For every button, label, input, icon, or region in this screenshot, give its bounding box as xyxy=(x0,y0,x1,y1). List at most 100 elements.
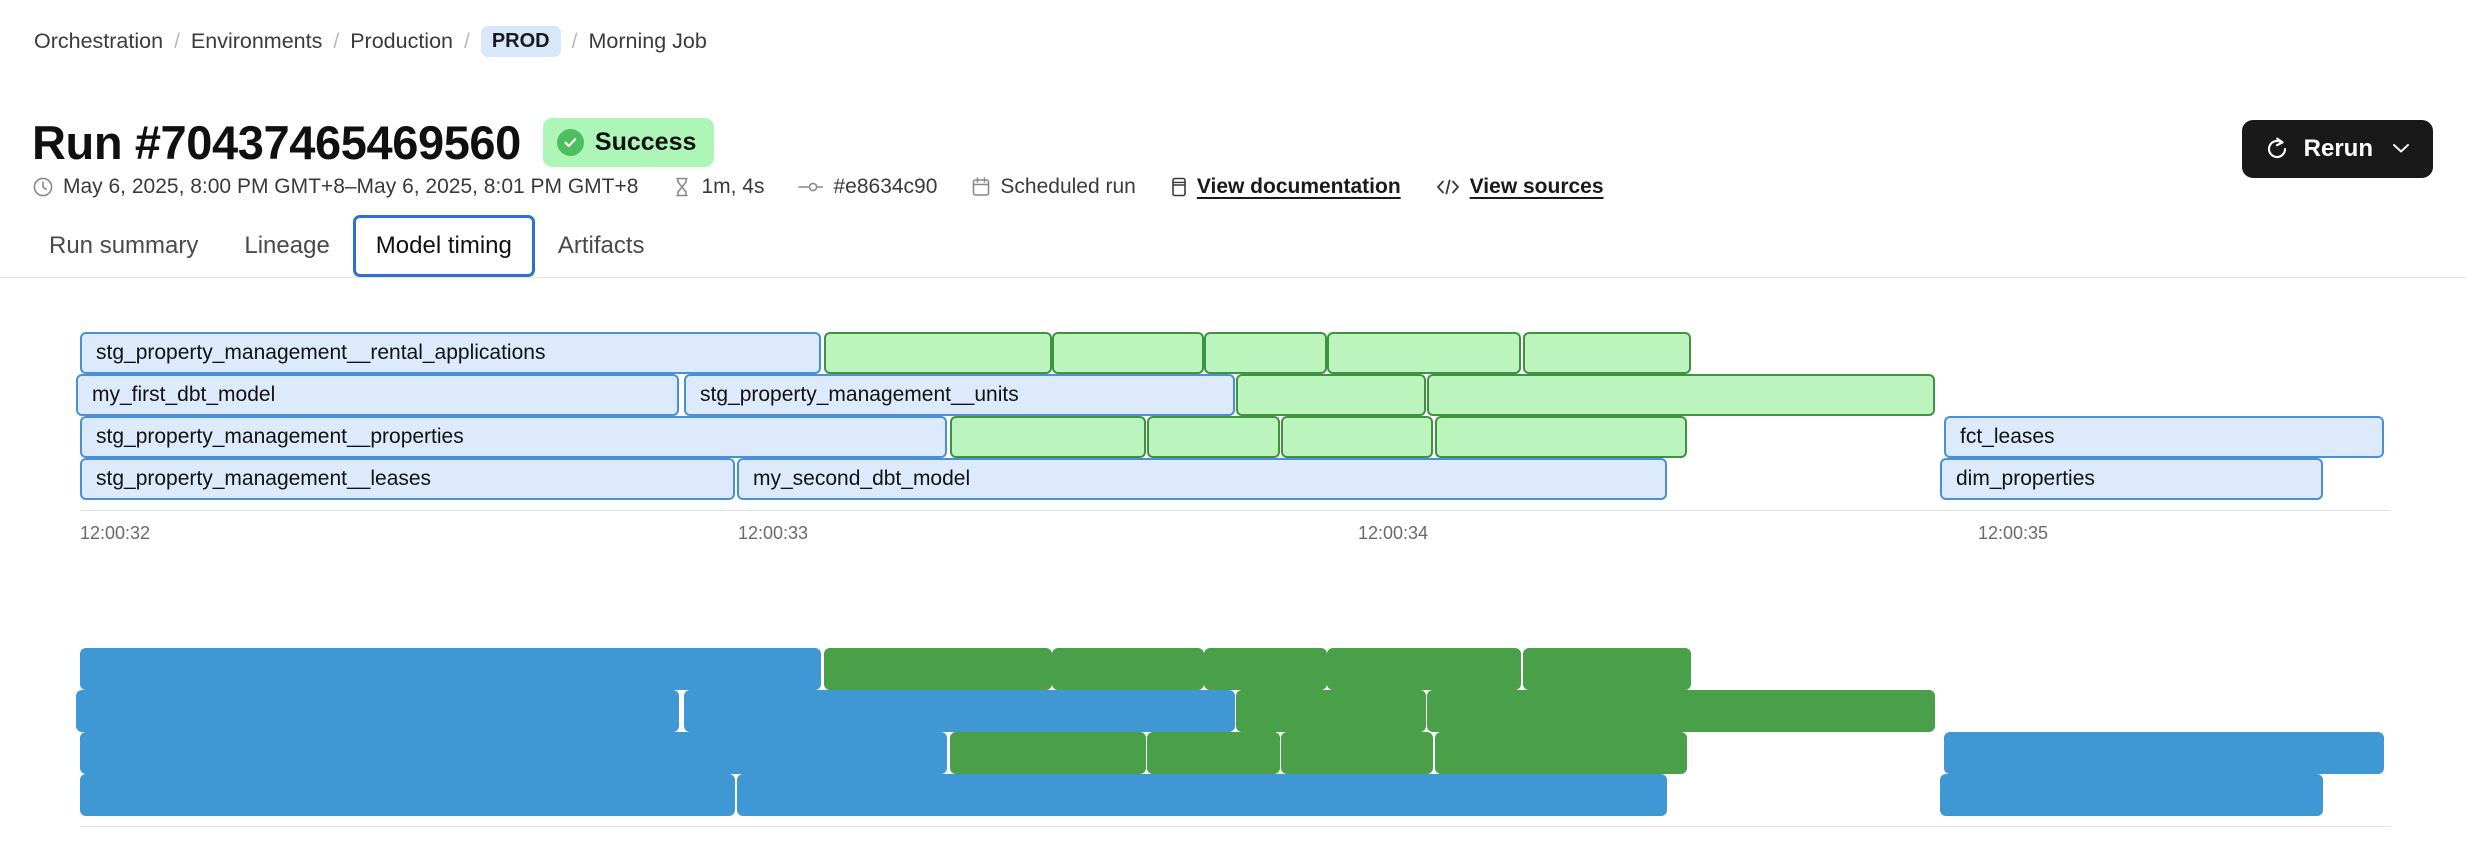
gantt-bar-label: my_first_dbt_model xyxy=(92,383,276,406)
meta-text[interactable]: View sources xyxy=(1469,175,1604,198)
axis-tick-label: 12:00:33 xyxy=(738,523,809,543)
rerun-button[interactable]: Rerun xyxy=(2241,120,2433,178)
gantt-bar-segment[interactable] xyxy=(1944,732,2384,774)
gantt-bar-segment[interactable] xyxy=(950,732,1146,774)
breadcrumb-separator: / xyxy=(464,30,470,53)
gantt-bar-segment[interactable] xyxy=(76,690,679,732)
commit-icon xyxy=(798,179,824,195)
breadcrumb-badge-prod: PROD xyxy=(480,26,561,57)
axis-tick-label: 12:00:32 xyxy=(80,523,151,543)
gantt-bar-segment[interactable] xyxy=(737,774,1667,816)
breadcrumb-item-orchestration[interactable]: Orchestration xyxy=(34,28,164,53)
breadcrumb-separator: / xyxy=(571,30,578,53)
clock-icon xyxy=(32,176,54,198)
tab-bar-divider xyxy=(0,277,2466,278)
breadcrumb-item-production[interactable]: Production xyxy=(350,28,453,53)
axis-tick-label: 12:00:34 xyxy=(1358,523,1429,543)
gantt-bar-segment[interactable] xyxy=(950,416,1146,458)
meta-text: 1m, 4s xyxy=(701,175,765,198)
gantt-bar-label: stg_property_management__leases xyxy=(96,467,432,490)
meta-item-clock: May 6, 2025, 8:00 PM GMT+8–May 6, 2025, … xyxy=(32,175,638,199)
gantt-bar-label: stg_property_management__properties xyxy=(96,425,464,448)
rerun-button-label: Rerun xyxy=(2303,135,2373,162)
gantt-bar-segment[interactable] xyxy=(80,732,947,774)
gantt-bar-segment[interactable] xyxy=(684,690,1235,732)
tab-run-summary[interactable]: Run summary xyxy=(49,232,199,259)
axis-tick-label: 12:00:35 xyxy=(1978,523,2049,543)
axis-tick-label: 12:00:33 xyxy=(738,839,808,842)
gantt-bar-segment[interactable] xyxy=(1427,690,1935,732)
meta-item-code[interactable]: View sources xyxy=(1435,175,1604,199)
chevron-down-icon[interactable] xyxy=(2391,139,2411,159)
gantt-bar-stg_property_management__leases[interactable]: stg_property_management__leases xyxy=(80,458,735,500)
gantt-bar-my_second_dbt_model[interactable]: my_second_dbt_model xyxy=(737,458,1667,500)
gantt-bar-segment[interactable] xyxy=(1236,690,1426,732)
book-icon xyxy=(1170,176,1188,198)
meta-item-book[interactable]: View documentation xyxy=(1170,175,1401,199)
axis-tick-label: 12:00:34 xyxy=(1358,839,1428,842)
gantt-bar-segment[interactable] xyxy=(1327,332,1521,374)
gantt-bar-segment[interactable] xyxy=(1427,374,1935,416)
gantt-bar-segment[interactable] xyxy=(80,648,821,690)
gantt-bar-segment[interactable] xyxy=(824,648,1052,690)
page-title: Run #70437465469560 xyxy=(32,116,521,170)
meta-item-calendar: Scheduled run xyxy=(971,175,1136,199)
status-badge: Success xyxy=(542,118,715,168)
tab-model-timing[interactable]: Model timing xyxy=(352,215,535,277)
tab-bar: Run summary Lineage Model timing Artifacts xyxy=(26,215,668,277)
breadcrumb-item-morning-job: Morning Job xyxy=(588,28,707,53)
gantt-bar-dim_properties[interactable]: dim_properties xyxy=(1940,458,2323,500)
check-circle-icon xyxy=(556,129,584,157)
gantt-bar-segment[interactable] xyxy=(1052,648,1204,690)
tab-lineage[interactable]: Lineage xyxy=(244,232,330,259)
gantt-bar-segment[interactable] xyxy=(1281,732,1433,774)
breadcrumb-separator: / xyxy=(174,30,180,53)
gantt-bar-segment[interactable] xyxy=(1281,416,1433,458)
meta-text: #e8634c90 xyxy=(833,175,938,198)
gantt-bar-stg_property_management__units[interactable]: stg_property_management__units xyxy=(684,374,1235,416)
gantt-bar-segment[interactable] xyxy=(1523,332,1691,374)
hourglass-icon xyxy=(672,176,692,198)
breadcrumb-item-environments[interactable]: Environments xyxy=(190,28,323,53)
page-title-row: Run #70437465469560 Success xyxy=(32,88,715,198)
gantt-bar-label: stg_property_management__rental_applicat… xyxy=(96,341,546,364)
gantt-bar-segment[interactable] xyxy=(1435,416,1687,458)
gantt-bar-segment[interactable] xyxy=(1327,648,1521,690)
gantt-bar-segment[interactable] xyxy=(1236,374,1426,416)
axis-tick-label: 12:00:32 xyxy=(80,839,150,842)
meta-text: May 6, 2025, 8:00 PM GMT+8–May 6, 2025, … xyxy=(63,175,639,198)
axis-line xyxy=(80,826,2390,827)
tab-artifacts[interactable]: Artifacts xyxy=(557,232,645,259)
gantt-bar-segment[interactable] xyxy=(1147,416,1280,458)
gantt-bar-stg_property_management__rental_applications[interactable]: stg_property_management__rental_applicat… xyxy=(80,332,821,374)
gantt-bar-segment[interactable] xyxy=(1523,648,1691,690)
gantt-bar-segment[interactable] xyxy=(824,332,1052,374)
run-metadata-row: May 6, 2025, 8:00 PM GMT+8–May 6, 2025, … xyxy=(32,175,1604,199)
gantt-bar-segment[interactable] xyxy=(1204,648,1327,690)
gantt-bar-fct_leases[interactable]: fct_leases xyxy=(1944,416,2384,458)
meta-item-hourglass: 1m, 4s xyxy=(672,175,764,199)
gantt-bar-segment[interactable] xyxy=(1204,332,1327,374)
meta-text: Scheduled run xyxy=(1000,175,1136,198)
gantt-bar-segment[interactable] xyxy=(1147,732,1280,774)
breadcrumb-separator: / xyxy=(333,30,340,53)
refresh-icon xyxy=(2264,136,2290,162)
breadcrumb: Orchestration / Environments / Production / PR… xyxy=(34,26,707,57)
gantt-bar-segment[interactable] xyxy=(1435,732,1687,774)
gantt-bar-label: stg_property_management__units xyxy=(700,383,1019,406)
gantt-bar-segment[interactable] xyxy=(1052,332,1204,374)
meta-text[interactable]: View documentation xyxy=(1196,175,1401,198)
code-icon xyxy=(1435,177,1461,197)
gantt-bar-stg_property_management__properties[interactable]: stg_property_management__properties xyxy=(80,416,947,458)
gantt-bar-my_first_dbt_model[interactable]: my_first_dbt_model xyxy=(76,374,679,416)
gantt-bar-segment[interactable] xyxy=(80,774,735,816)
gantt-bar-label: my_second_dbt_model xyxy=(753,467,971,490)
axis-line xyxy=(80,510,2390,511)
gantt-bar-label: fct_leases xyxy=(1960,425,2055,448)
status-badge-label: Success xyxy=(594,128,697,157)
gantt-bar-segment[interactable] xyxy=(1940,774,2323,816)
gantt-bar-label: dim_properties xyxy=(1956,467,2095,490)
calendar-icon xyxy=(971,176,991,198)
axis-tick-label: 12:00:35 xyxy=(1978,839,2048,842)
